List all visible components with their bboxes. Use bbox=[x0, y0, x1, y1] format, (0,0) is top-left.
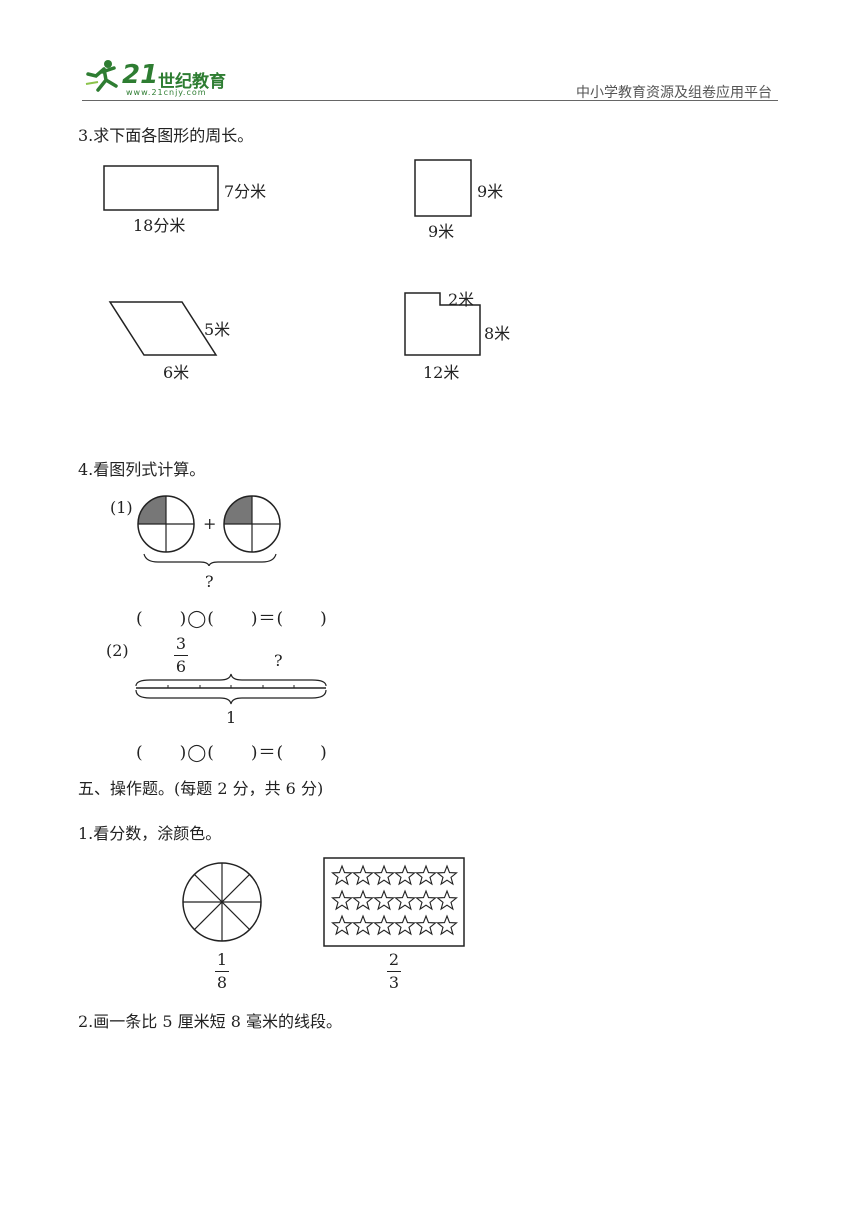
rect-side-label: 7分米 bbox=[224, 182, 267, 201]
q4-part2-fraction: 3 6 bbox=[174, 634, 188, 677]
stars-box[interactable] bbox=[322, 856, 466, 948]
eighths-circle[interactable] bbox=[180, 860, 264, 944]
rectangle-figure bbox=[103, 165, 219, 211]
q4-part2-question: ? bbox=[274, 651, 283, 670]
stars-fraction: 2 3 bbox=[387, 950, 401, 993]
star-icon[interactable] bbox=[436, 864, 458, 886]
parallelogram-figure bbox=[108, 301, 218, 356]
s5-q2-title: 2.画一条比 5 厘米短 8 毫米的线段。 bbox=[78, 1012, 342, 1031]
fraction-numerator: 2 bbox=[388, 950, 400, 969]
q4-part1-equation[interactable]: ( )◯( )＝( ) bbox=[136, 609, 328, 629]
star-icon[interactable] bbox=[436, 914, 458, 936]
star-icon[interactable] bbox=[394, 914, 416, 936]
q4-part2-segment bbox=[135, 673, 327, 705]
star-icon[interactable] bbox=[352, 864, 374, 886]
square-figure bbox=[414, 159, 472, 217]
header-divider bbox=[82, 100, 778, 101]
q4-part2-total: 1 bbox=[226, 708, 237, 727]
star-icon[interactable] bbox=[373, 914, 395, 936]
q4-part1-label: (1) bbox=[110, 498, 133, 517]
fraction-numerator: 3 bbox=[175, 634, 187, 653]
star-icon[interactable] bbox=[415, 914, 437, 936]
s5-q1-title: 1.看分数，涂颜色。 bbox=[78, 824, 222, 843]
star-icon[interactable] bbox=[394, 889, 416, 911]
star-icon[interactable] bbox=[352, 889, 374, 911]
notched-bottom-label: 12米 bbox=[423, 363, 460, 382]
notched-notch-label: 2米 bbox=[448, 290, 475, 309]
star-icon[interactable] bbox=[352, 914, 374, 936]
q3-title: 3.求下面各图形的周长。 bbox=[78, 126, 254, 145]
stars-grid bbox=[331, 864, 458, 936]
fraction-numerator: 1 bbox=[216, 950, 228, 969]
notched-figure bbox=[404, 292, 481, 356]
fraction-denominator: 6 bbox=[175, 657, 187, 676]
section5-title: 五、操作题。(每题 2 分，共 6 分) bbox=[78, 779, 324, 798]
parallelogram-bottom-label: 6米 bbox=[163, 363, 190, 382]
star-icon[interactable] bbox=[436, 889, 458, 911]
star-icon[interactable] bbox=[331, 889, 353, 911]
square-side-label: 9米 bbox=[477, 182, 504, 201]
square-bottom-label: 9米 bbox=[428, 222, 455, 241]
star-icon[interactable] bbox=[373, 889, 395, 911]
rect-bottom-label: 18分米 bbox=[133, 216, 186, 235]
platform-name: 中小学教育资源及组卷应用平台 bbox=[576, 85, 772, 101]
q4-part1-circles bbox=[137, 495, 281, 566]
star-icon[interactable] bbox=[331, 864, 353, 886]
star-icon[interactable] bbox=[415, 864, 437, 886]
star-icon[interactable] bbox=[373, 864, 395, 886]
notched-side-label: 8米 bbox=[484, 324, 511, 343]
fraction-denominator: 3 bbox=[388, 973, 400, 992]
parallelogram-side-label: 5米 bbox=[204, 320, 231, 339]
runner-logo-icon bbox=[85, 60, 118, 92]
circle-fraction: 1 8 bbox=[215, 950, 229, 993]
q4-part1-question: ? bbox=[205, 572, 214, 591]
star-icon[interactable] bbox=[394, 864, 416, 886]
fraction-denominator: 8 bbox=[216, 973, 228, 992]
q4-part1-plus: + bbox=[203, 514, 217, 533]
logo-number: 21 bbox=[122, 60, 159, 90]
star-icon[interactable] bbox=[415, 889, 437, 911]
q4-part2-equation[interactable]: ( )◯( )＝( ) bbox=[136, 743, 328, 763]
q4-title: 4.看图列式计算。 bbox=[78, 460, 206, 479]
logo-text: 世纪教育 bbox=[158, 72, 226, 92]
logo-url: www.21cnjy.com bbox=[126, 88, 207, 97]
star-icon[interactable] bbox=[331, 914, 353, 936]
q4-part2-label: (2) bbox=[106, 641, 129, 660]
